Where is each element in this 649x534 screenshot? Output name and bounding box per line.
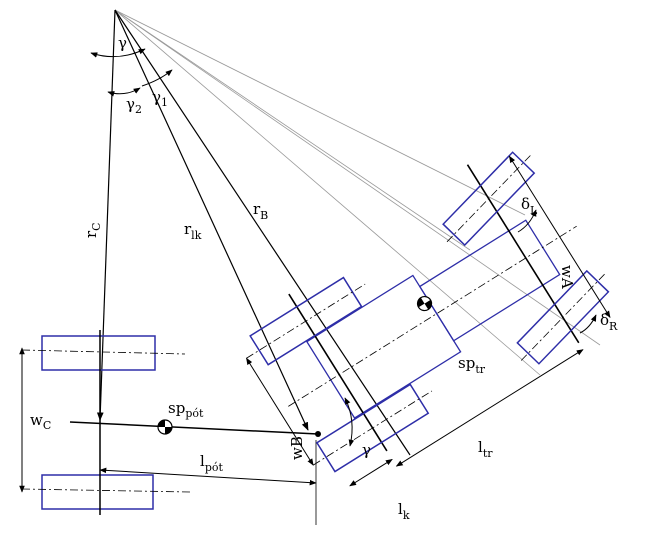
front-axle — [466, 164, 580, 344]
guide-lines — [114, 9, 601, 376]
label-wB: wB — [288, 436, 306, 460]
lpot-dimension — [99, 467, 317, 486]
label-lk: lk — [398, 500, 410, 522]
wB-dimension — [246, 357, 314, 466]
tractor-hood — [418, 219, 561, 342]
tractor-cog-symbol — [416, 295, 433, 312]
label-gamma-top: γ — [118, 34, 127, 52]
radius-lines — [96, 9, 411, 456]
label-gamma2: γ2 — [126, 95, 142, 116]
tractor — [246, 151, 611, 487]
hitch-point — [315, 431, 321, 437]
tractor-centerline — [288, 225, 577, 407]
angle-arcs — [90, 48, 597, 447]
label-rB: rB — [253, 200, 268, 222]
rear-wheel-left — [249, 276, 363, 366]
trailer-wheel-bottom — [41, 474, 154, 510]
rear-axle — [288, 293, 388, 452]
label-gamma1: γ1 — [152, 88, 168, 109]
radius-rC — [96, 9, 116, 421]
ltr-dimension — [395, 349, 584, 467]
label-wA: wA — [558, 265, 576, 289]
radius-rB — [114, 9, 411, 456]
wA-dimension — [508, 155, 611, 318]
label-sptr: sptr — [458, 354, 486, 376]
label-sppot: sppót — [168, 399, 204, 420]
radius-rlk — [114, 9, 309, 431]
trailer-centerline-top — [21, 349, 186, 355]
label-ltr: ltr — [478, 438, 493, 460]
label-lpot: lpót — [200, 452, 223, 474]
labels: γ γ2 γ1 rC rlk rB δL δR wA sptr sppót wC… — [30, 34, 618, 522]
label-deltaL: δL — [521, 195, 538, 217]
label-rlk: rlk — [184, 220, 202, 242]
trailer-cog-symbol — [157, 419, 173, 435]
label-gamma-pivot: γ — [362, 441, 371, 459]
label-rC: rC — [82, 222, 103, 238]
label-deltaR: δR — [600, 311, 618, 333]
trailer-centerline-bottom — [21, 488, 191, 493]
trailer-drawbar — [69, 421, 319, 435]
label-wC: wC — [30, 411, 51, 432]
lk-dimension — [349, 458, 393, 487]
trailer — [19, 330, 319, 525]
